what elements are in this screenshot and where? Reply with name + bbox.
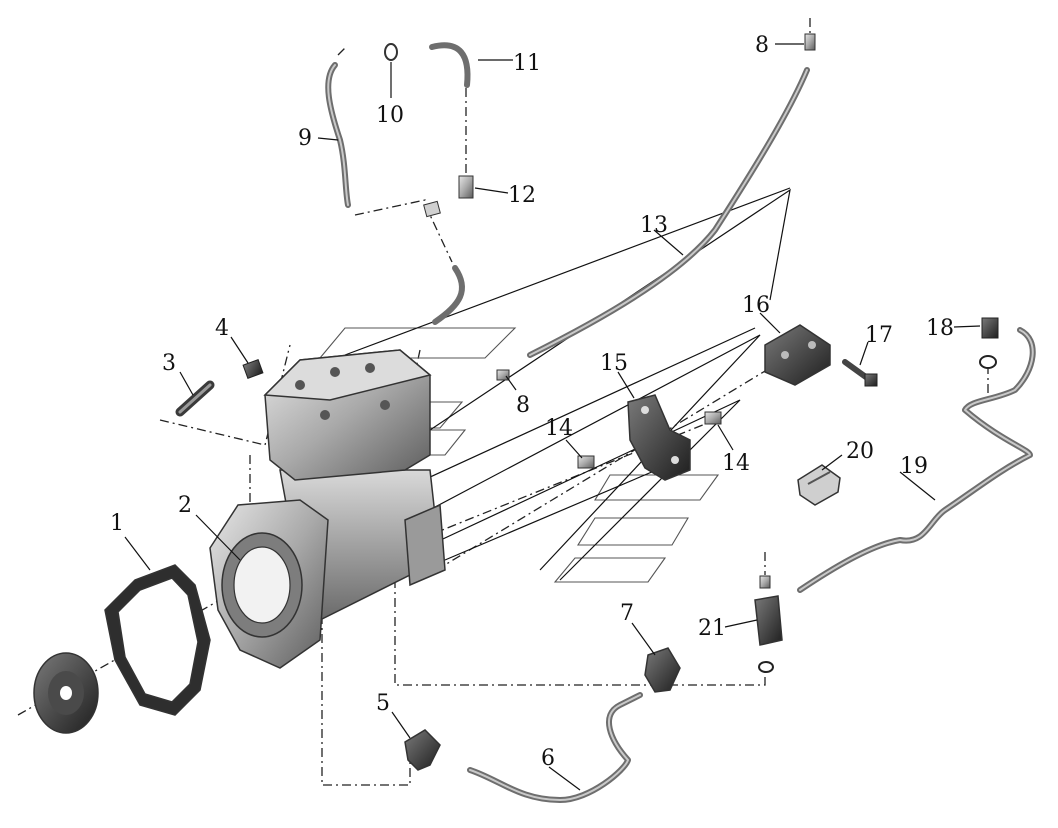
part-2-compressor-body [209,469,446,669]
part-8-fitting-lower [496,369,510,381]
callout-11: 11 [513,51,541,76]
callout-14-left: 14 [545,416,573,441]
callout-16: 16 [742,293,770,318]
callout-labels: 1 2 3 4 5 6 7 8 8 9 10 11 12 13 14 14 15… [110,33,954,771]
part-4-nut [242,359,264,379]
callout-3: 3 [162,351,176,376]
part-19-pipe [797,327,1036,593]
part-1-gasket [104,564,211,716]
callout-8-top: 8 [755,33,769,58]
callout-18: 18 [926,316,954,341]
part-8-fitting-top [804,33,816,51]
callout-leaders [124,43,981,791]
callout-12: 12 [508,183,536,208]
part-15-bracket [627,394,691,481]
part-cylinder-head [263,349,432,481]
part-14-bolt-left [577,455,595,469]
callout-13: 13 [640,213,668,238]
part-3-stud [175,380,215,417]
part-9-hose [325,62,466,325]
part-14-bolt-right [704,411,722,425]
part-13-pipe [527,67,810,358]
callout-1: 1 [110,511,124,536]
callout-5: 5 [376,691,390,716]
callout-14-right: 14 [722,451,750,476]
callout-17: 17 [865,323,893,348]
part-18-fitting [979,317,999,369]
part-12-fitting [458,175,474,199]
part-11-elbow-hose [429,42,471,88]
part-16-valve-block [764,324,831,386]
part-6-pipe [467,692,643,803]
callout-20: 20 [846,439,874,464]
part-7-elbow-fitting [644,647,681,693]
callout-7: 7 [620,601,634,626]
callout-9: 9 [298,126,312,151]
callout-4: 4 [215,316,229,341]
part-drive-pulley [33,652,99,734]
callout-15: 15 [600,351,628,376]
callout-6: 6 [541,746,555,771]
part-20-clip [797,464,841,506]
part-21-valve [754,575,783,673]
callout-8-lower: 8 [516,393,530,418]
part-5-elbow-fitting [404,729,441,771]
callout-19: 19 [900,454,928,479]
part-10-clamp [384,43,441,218]
callout-21: 21 [698,616,726,641]
callout-10: 10 [376,103,404,128]
part-17-bolt [842,359,878,387]
callout-2: 2 [178,493,192,518]
